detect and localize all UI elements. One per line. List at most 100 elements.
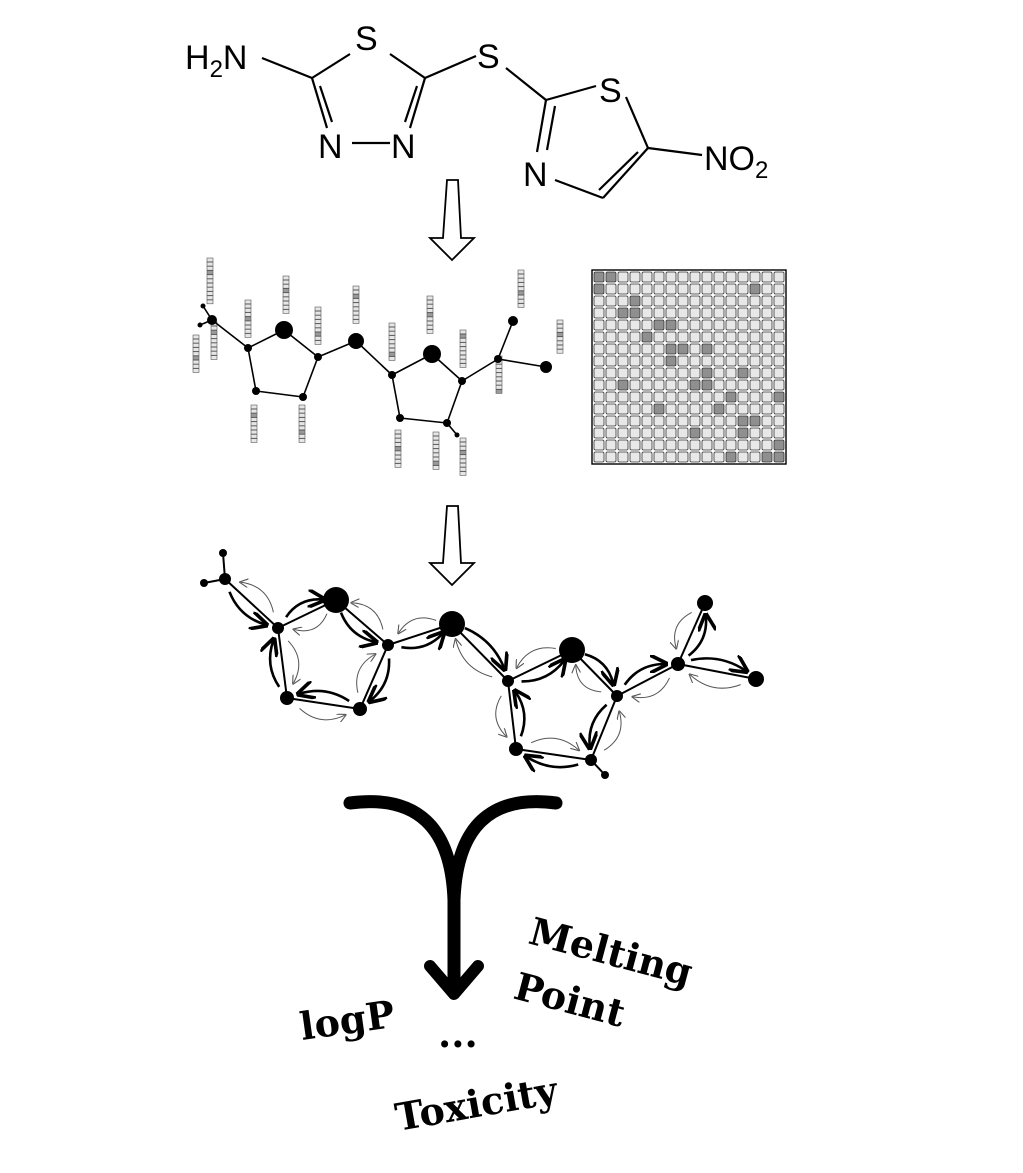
matrix-cell bbox=[653, 379, 665, 391]
graph2-edge bbox=[277, 627, 288, 699]
feature-cell bbox=[426, 329, 434, 334]
graph2-node bbox=[272, 622, 284, 634]
feature-cell bbox=[556, 323, 564, 329]
matrix-cell bbox=[593, 355, 605, 367]
feature-cell bbox=[298, 438, 306, 443]
feature-cell bbox=[192, 343, 200, 348]
feature-cell bbox=[459, 333, 467, 339]
matrix-cell bbox=[737, 283, 749, 295]
matrix-cell bbox=[761, 271, 773, 283]
feature-cell bbox=[314, 336, 322, 341]
feature-cell bbox=[352, 298, 360, 303]
feature-cell bbox=[210, 334, 218, 339]
feature-cell bbox=[388, 339, 396, 344]
feature-cell bbox=[459, 346, 467, 351]
message-arrow-out bbox=[270, 641, 281, 688]
matrix-cell bbox=[761, 319, 773, 331]
matrix-cell bbox=[749, 343, 761, 355]
matrix-cell bbox=[665, 283, 677, 295]
feature-cell bbox=[206, 274, 214, 279]
matrix-cell bbox=[629, 331, 641, 343]
feature-cell bbox=[352, 310, 360, 316]
feature-cell bbox=[394, 433, 402, 439]
matrix-cell bbox=[593, 331, 605, 343]
matrix-cell bbox=[725, 283, 737, 295]
graph2-nodes bbox=[200, 549, 764, 779]
feature-cell bbox=[388, 343, 396, 349]
feature-cell bbox=[298, 408, 306, 414]
matrix-cell bbox=[689, 391, 701, 403]
message-arrow-out bbox=[589, 703, 608, 747]
graph1-node bbox=[388, 371, 396, 379]
feature-cell bbox=[282, 284, 290, 289]
message-arrow-out bbox=[285, 599, 322, 618]
graph2-node bbox=[601, 771, 609, 779]
matrix-cell bbox=[773, 343, 785, 355]
graph2-node bbox=[748, 671, 764, 687]
feature-cell bbox=[459, 462, 467, 468]
matrix-cell bbox=[761, 355, 773, 367]
feature-cell bbox=[192, 347, 200, 352]
message-arrow-in bbox=[294, 613, 328, 631]
matrix-cell bbox=[641, 295, 653, 307]
matrix-cell bbox=[749, 283, 761, 295]
feature-cell bbox=[432, 444, 440, 449]
feature-cell bbox=[314, 323, 322, 328]
matrix-cell bbox=[593, 451, 605, 463]
hollow-down-arrow-2 bbox=[427, 505, 477, 587]
matrix-cell bbox=[617, 319, 629, 331]
matrix-cell bbox=[617, 391, 629, 403]
matrix-cell bbox=[773, 427, 785, 439]
feature-cell bbox=[314, 315, 322, 320]
matrix-cell bbox=[593, 439, 605, 451]
matrix-cell bbox=[605, 319, 617, 331]
feature-cell bbox=[495, 372, 503, 377]
graph1-node bbox=[454, 432, 460, 438]
matrix-cell bbox=[725, 331, 737, 343]
matrix-cell bbox=[773, 415, 785, 427]
feature-cell bbox=[250, 434, 258, 439]
feature-cell bbox=[388, 352, 396, 357]
matrix-cell bbox=[701, 439, 713, 451]
matrix-cell bbox=[749, 367, 761, 379]
feature-cell bbox=[432, 448, 440, 453]
matrix-cell bbox=[761, 295, 773, 307]
feature-cell bbox=[556, 332, 564, 337]
matrix-cell bbox=[653, 415, 665, 427]
feature-cell bbox=[250, 417, 258, 422]
matrix-cell bbox=[641, 343, 653, 355]
matrix-cell bbox=[653, 367, 665, 379]
matrix-cell bbox=[689, 367, 701, 379]
matrix-cell bbox=[605, 403, 617, 415]
graph2-node bbox=[219, 573, 231, 585]
feature-cell bbox=[432, 456, 440, 462]
feature-cell bbox=[426, 295, 434, 301]
feature-cell bbox=[432, 461, 440, 466]
matrix-cell bbox=[653, 331, 665, 343]
matrix-cell bbox=[749, 391, 761, 403]
graph1-node bbox=[443, 419, 451, 427]
matrix-cell bbox=[593, 367, 605, 379]
feature-cell bbox=[298, 429, 306, 435]
graph1-edge bbox=[399, 417, 448, 424]
matrix-cell bbox=[725, 355, 737, 367]
matrix-cell bbox=[689, 283, 701, 295]
molecule-bonds bbox=[261, 53, 703, 200]
feature-cell bbox=[459, 458, 467, 464]
matrix-cell bbox=[749, 295, 761, 307]
feature-cell bbox=[459, 441, 467, 447]
feature-cell bbox=[210, 342, 218, 348]
feature-cell bbox=[426, 304, 434, 309]
matrix-cell bbox=[773, 367, 785, 379]
feature-cell bbox=[298, 425, 306, 431]
matrix-cell bbox=[773, 319, 785, 331]
matrix-cell bbox=[665, 295, 677, 307]
feature-cell bbox=[517, 294, 525, 300]
matrix-cell bbox=[677, 343, 689, 355]
matrix-cell bbox=[689, 295, 701, 307]
feature-cell bbox=[517, 278, 525, 283]
matrix-cell bbox=[725, 319, 737, 331]
matrix-cell bbox=[617, 331, 629, 343]
matrix-cell bbox=[641, 307, 653, 319]
feature-cell bbox=[244, 303, 252, 309]
